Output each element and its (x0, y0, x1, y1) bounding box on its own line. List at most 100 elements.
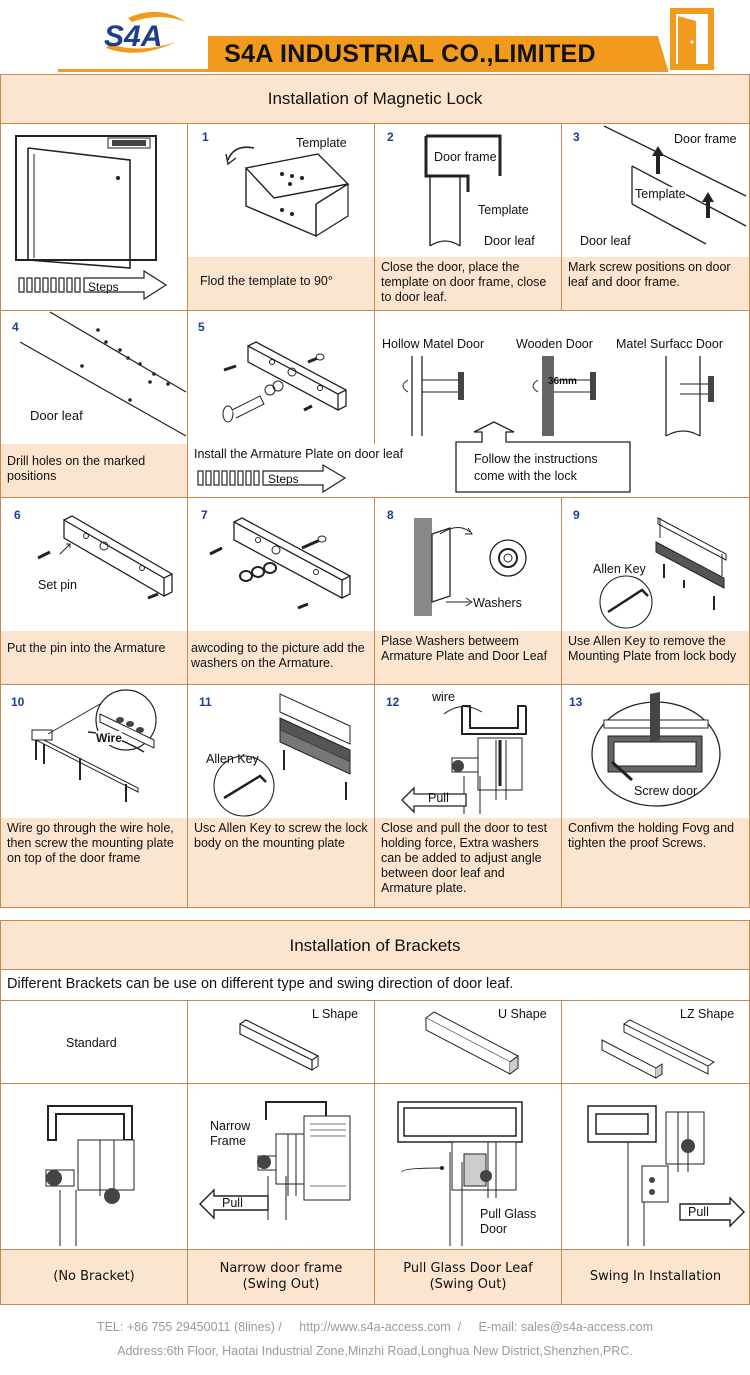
l-shape-bracket-icon (239, 1019, 320, 1071)
divider (374, 1000, 375, 1305)
wire-mounting-illustration (31, 689, 157, 802)
follow-instructions-text: Follow the instructions come with the lo… (474, 452, 598, 483)
bracket-caption: Narrow door frame (Swing Out) (188, 1250, 374, 1304)
divider (0, 1249, 750, 1250)
company-name: S4A INDUSTRIAL CO.,LIMITED (224, 40, 596, 68)
logo-text: S4A (104, 20, 162, 53)
wire-label: Wire (96, 731, 122, 745)
company-banner (58, 36, 668, 72)
pull-glass-label: Pull Glass Door (480, 1207, 537, 1236)
pull-test-illustration (401, 705, 527, 814)
step-number: 13 (569, 695, 583, 709)
divider (374, 124, 375, 310)
mark-positions-illustration (603, 125, 747, 245)
bracket-caption: Swing In Installation (562, 1250, 749, 1304)
divider (0, 497, 750, 498)
magnetic-section-title: Installation of Magnetic Lock (0, 74, 750, 124)
steps-label: Steps (88, 280, 119, 294)
36mm-label: 36mm (548, 376, 577, 387)
step-caption: Use Allen Key to remove the Mounting Pla… (562, 631, 749, 684)
step-number: 3 (573, 130, 580, 144)
brackets-intro: Different Brackets can be use on differe… (0, 969, 750, 1001)
pull-glass-illustration (397, 1101, 523, 1246)
step-caption: Plase Washers betweem Armature Plate and… (375, 631, 561, 684)
step-number: 8 (387, 508, 394, 522)
narrow-frame-label: Narrow Frame (210, 1119, 251, 1148)
drilled-door-illustration (19, 311, 187, 437)
hollow-door-label: Hollow Matel Door (382, 337, 485, 351)
step-number: 11 (199, 695, 212, 709)
divider (561, 124, 562, 310)
u-shape-bracket-icon (425, 1011, 519, 1075)
divider (561, 497, 562, 908)
step-caption: Wire go through the wire hole, then scre… (1, 818, 187, 907)
divider (0, 310, 750, 311)
step-caption: Flod the template to 90° (188, 257, 374, 310)
hollow-door-illustration (402, 356, 464, 436)
divider (374, 497, 375, 908)
step-number: 9 (573, 508, 580, 522)
divider (0, 684, 750, 685)
s4a-logo: S4A (104, 11, 186, 53)
step-caption: Put the pin into the Armature (1, 631, 187, 684)
steps-arrow (18, 269, 168, 301)
steps-arrow (197, 463, 347, 494)
bracket-caption: (No Bracket) (1, 1250, 187, 1304)
remove-mounting-plate-illustration (599, 517, 727, 629)
step-caption: Close the door, place the template on do… (375, 257, 561, 310)
lz-shape-label: LZ Shape (680, 1007, 735, 1021)
door-frame-label: Door frame (434, 150, 497, 164)
door-leaf-label: Door leaf (580, 234, 631, 248)
washers-label: Washers (473, 596, 522, 610)
set-pin-illustration (37, 515, 173, 600)
washer-placement-illustration (414, 518, 527, 616)
step-caption: Close and pull the door to test holding … (375, 818, 561, 907)
divider (0, 907, 750, 908)
confirm-holding-illustration (591, 692, 721, 807)
step-number: 12 (386, 695, 400, 709)
wire-label: wire (432, 690, 455, 704)
divider (0, 124, 1, 908)
template-fold-illustration (225, 146, 350, 238)
divider (0, 1000, 1, 1305)
step-caption: awcoding to the picture add the washers … (188, 631, 374, 684)
template-label: Template (635, 187, 686, 201)
door-frame-label: Door frame (674, 132, 737, 146)
door-leaf-label: Door leaf (30, 408, 83, 423)
divider (187, 124, 188, 908)
allen-key-label: Allen Key (206, 752, 259, 766)
bracket-caption: Pull Glass Door Leaf (Swing Out) (375, 1250, 561, 1304)
screw-lock-body-illustration (213, 693, 351, 817)
step-caption: Usc Allen Key to screw the lock body on … (188, 818, 374, 907)
step-number: 1 (202, 130, 209, 144)
swing-in-illustration (587, 1105, 745, 1246)
wooden-door-label: Wooden Door (516, 337, 593, 351)
step-number: 10 (11, 695, 25, 709)
brackets-section-title: Installation of Brackets (0, 920, 750, 970)
template-label: Template (296, 136, 347, 150)
divider (187, 1000, 188, 1305)
step-caption: Confivm the holding Fovg and tighten the… (562, 818, 749, 907)
template-label: Template (478, 203, 529, 217)
footer-contact: TEL: +86 755 29450011 (8lines) / http://… (96, 1320, 654, 1334)
surface-door-label: Matel Surfacc Door (616, 337, 723, 351)
divider (0, 1304, 750, 1305)
washers-armature-illustration (209, 517, 351, 610)
l-shape-label: L Shape (312, 1007, 359, 1021)
steps-label: Steps (268, 472, 299, 486)
page-header: S4A S4A INDUSTRIAL CO.,LIMITED (0, 0, 750, 74)
standard-label: Standard (66, 1036, 117, 1050)
set-pin-label: Set pin (38, 578, 77, 592)
step-number: 7 (201, 508, 208, 522)
step-number: 5 (198, 320, 205, 334)
lz-shape-bracket-icon (601, 1019, 715, 1079)
door-leaf-label: Door leaf (484, 234, 535, 248)
divider (374, 310, 375, 444)
door-illustration (15, 135, 157, 269)
no-bracket-illustration (45, 1105, 135, 1246)
step-number: 4 (12, 320, 19, 334)
narrow-frame-illustration (199, 1101, 351, 1220)
door-frame-illustration (424, 134, 502, 247)
divider (561, 1000, 562, 1305)
wooden-door-illustration (532, 356, 596, 436)
